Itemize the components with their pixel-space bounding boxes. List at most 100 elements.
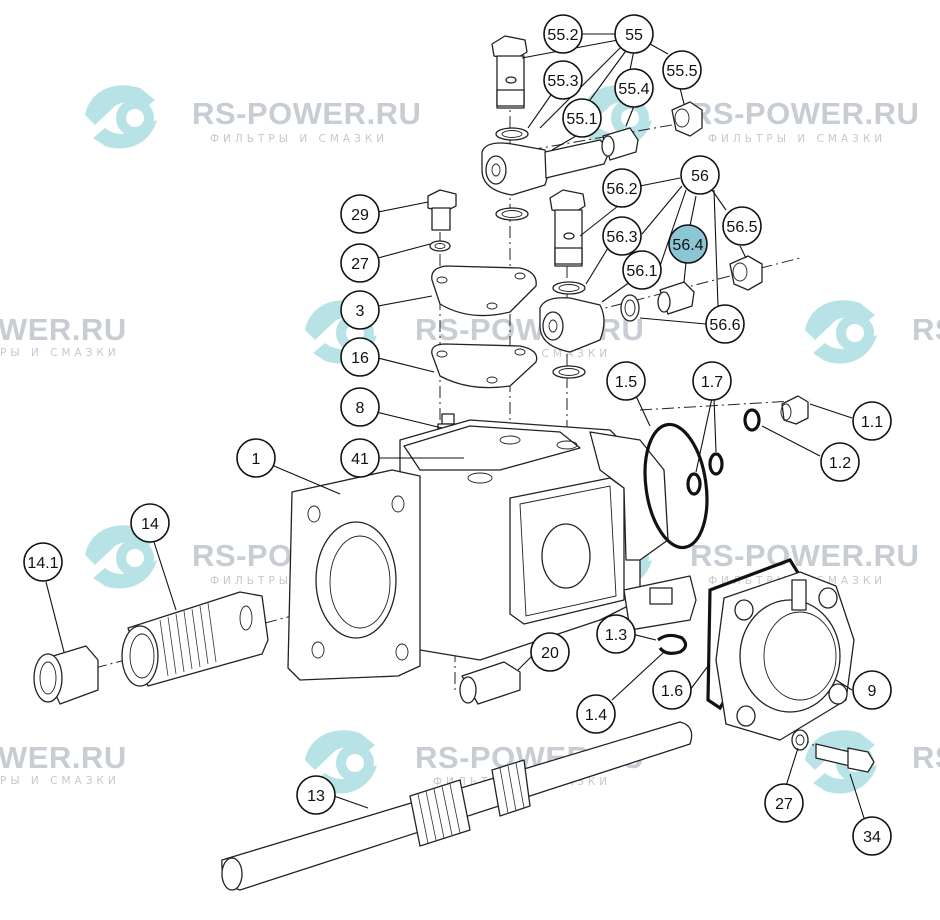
- watermark-brand-partial: WER.RU: [0, 740, 127, 775]
- callout-label: 1.4: [585, 707, 607, 724]
- part-27-washer-bottom: [791, 729, 809, 751]
- callout-16[interactable]: 16: [340, 337, 380, 377]
- callout-label: 27: [775, 796, 793, 813]
- callout-label: 1.7: [701, 374, 723, 391]
- callout-20[interactable]: 20: [530, 632, 570, 672]
- callout-27-top[interactable]: 27: [340, 243, 380, 283]
- callout-41[interactable]: 41: [340, 438, 380, 478]
- callout-9[interactable]: 9: [852, 670, 892, 710]
- callout-55-1[interactable]: 55.1: [562, 98, 602, 138]
- callout-label: 14: [141, 516, 159, 533]
- watermark-3: WER.RU РЫ И СМАЗКИ: [0, 312, 127, 359]
- part-16-gasket: [431, 343, 538, 389]
- callout-label: 16: [351, 350, 369, 367]
- part-14-threaded-sleeve: [121, 591, 269, 687]
- washer-56-6: [620, 294, 640, 322]
- callout-label: 56.1: [626, 263, 657, 280]
- callouts: 55.2 55 55.3 55.5 55.4 55.1 56 56.2 56.3…: [23, 14, 892, 856]
- banjo-pipe: [544, 139, 611, 179]
- callout-label: 56.6: [709, 317, 740, 334]
- part-1-3-circlip: [657, 633, 688, 655]
- callout-label: 27: [351, 256, 369, 273]
- callout-label: 29: [351, 207, 369, 224]
- watermark-brand-partial: WER.RU: [0, 312, 127, 347]
- callout-55[interactable]: 55: [614, 14, 654, 54]
- callout-1-3[interactable]: 1.3: [596, 614, 636, 654]
- callout-14-1[interactable]: 14.1: [23, 542, 63, 582]
- callout-56-5[interactable]: 56.5: [722, 206, 762, 246]
- part-1-main-housing: [287, 419, 697, 681]
- callout-56-3[interactable]: 56.3: [602, 216, 642, 256]
- part-27-washer-top: [429, 240, 451, 252]
- banjo-bolt-head: [549, 189, 586, 215]
- callout-label: 34: [863, 829, 881, 846]
- leader-lines: [45, 33, 865, 819]
- callout-56-6[interactable]: 56.6: [705, 304, 745, 344]
- callout-55-4[interactable]: 55.4: [614, 68, 654, 108]
- callout-56-1[interactable]: 56.1: [622, 250, 662, 290]
- callout-label: 1.6: [661, 683, 683, 700]
- callout-56[interactable]: 56: [680, 155, 720, 195]
- callout-34[interactable]: 34: [852, 816, 892, 856]
- callout-1-1[interactable]: 1.1: [852, 401, 892, 441]
- watermark-tagline-partial: РЫ И СМАЗКИ: [0, 775, 120, 787]
- callout-label: 3: [356, 303, 365, 320]
- callout-27-bottom[interactable]: 27: [764, 783, 804, 823]
- callout-label: 56.4: [672, 237, 703, 254]
- part-9-end-cover: [715, 571, 855, 741]
- callout-55-5[interactable]: 55.5: [662, 50, 702, 90]
- callout-1-7[interactable]: 1.7: [692, 361, 732, 401]
- housing-bore: [315, 521, 397, 639]
- nut-56-5: [729, 255, 763, 291]
- part-29-bolt: [427, 189, 457, 231]
- banjo-body-eye: [485, 155, 507, 185]
- callout-label: 56.3: [606, 229, 637, 246]
- callout-label: 9: [868, 683, 877, 700]
- callout-label: 1.5: [615, 374, 637, 391]
- watermark-brand: RS-POWER.RU: [192, 96, 421, 131]
- nut-55-5: [671, 101, 703, 137]
- washer-55-3-bottom: [495, 207, 529, 221]
- washer-55-3-top: [495, 127, 529, 141]
- watermark-2: RS-POWER.RU ФИЛЬТРЫ И СМАЗКИ: [580, 85, 919, 148]
- callout-1[interactable]: 1: [236, 438, 276, 478]
- part-14-1-nut: [33, 645, 99, 705]
- part-1-2-o-ring: [743, 408, 761, 432]
- watermark-tagline: ФИЛЬТРЫ И СМАЗКИ: [708, 133, 886, 145]
- callout-1-6[interactable]: 1.6: [652, 670, 692, 710]
- callout-label: 8: [356, 400, 365, 417]
- callout-label: 55: [625, 27, 643, 44]
- callout-label: 1.3: [605, 627, 627, 644]
- callout-56-4[interactable]: 56.4: [668, 224, 708, 264]
- callout-55-3[interactable]: 55.3: [543, 60, 583, 100]
- watermark-1: RS-POWER.RU ФИЛЬТРЫ И СМАЗКИ: [85, 85, 421, 148]
- watermark-8: WER.RU РЫ И СМАЗКИ: [0, 740, 127, 787]
- watermark-10: RS: [805, 730, 940, 793]
- part-34-bolt: [815, 743, 875, 773]
- callout-label: 55.1: [566, 111, 597, 128]
- callout-1-5[interactable]: 1.5: [606, 361, 646, 401]
- banjo-bolt-hole: [505, 76, 517, 84]
- callout-label: 13: [307, 788, 325, 805]
- callout-label: 1: [252, 451, 261, 468]
- callout-label: 14.1: [27, 555, 58, 572]
- part-20-sleeve: [459, 661, 521, 705]
- callout-13[interactable]: 13: [296, 775, 336, 815]
- callout-1-4[interactable]: 1.4: [576, 694, 616, 734]
- part-1-7-o-rings: [686, 452, 724, 496]
- callout-8[interactable]: 8: [340, 387, 380, 427]
- part-13-shaft: [221, 721, 693, 891]
- banjo-bolt-collar: [496, 89, 525, 107]
- callout-29[interactable]: 29: [340, 194, 380, 234]
- callout-3[interactable]: 3: [340, 290, 380, 330]
- callout-1-2[interactable]: 1.2: [820, 442, 860, 482]
- callout-label: 1.1: [861, 414, 883, 431]
- callout-label: 1.2: [829, 455, 851, 472]
- part-1-5-o-ring-large: [643, 422, 709, 550]
- callout-label: 56: [691, 168, 709, 185]
- callout-56-2[interactable]: 56.2: [602, 168, 642, 208]
- part-56-banjo-assembly: [539, 189, 763, 379]
- callout-14[interactable]: 14: [130, 503, 170, 543]
- callout-55-2[interactable]: 55.2: [543, 14, 583, 54]
